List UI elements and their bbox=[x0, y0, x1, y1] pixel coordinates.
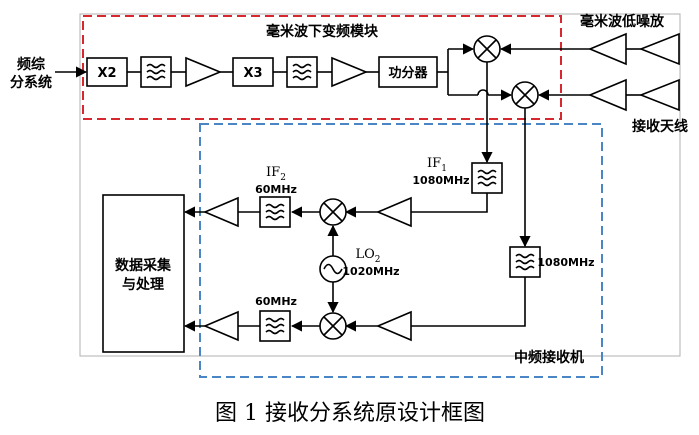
filter-top-1 bbox=[140, 56, 172, 88]
filter-1080-right bbox=[509, 246, 541, 278]
mmw-downconvert-title: 毫米波下变频模块 bbox=[266, 23, 379, 40]
lo2-freq: 1020MHz bbox=[342, 265, 399, 278]
filter-if2-lower bbox=[259, 310, 291, 342]
filter-top-2 bbox=[286, 56, 318, 88]
filter-right-freq: 1080MHz bbox=[537, 256, 594, 269]
daq-label-1: 数据采集 bbox=[115, 257, 172, 274]
lna-top bbox=[587, 32, 627, 66]
mixer-if-upper bbox=[319, 198, 347, 226]
amplifier-if-upper bbox=[375, 196, 412, 228]
if2-freq: 60MHz bbox=[255, 183, 297, 196]
x2-multiplier bbox=[86, 57, 128, 87]
amplifier-out-lower bbox=[202, 310, 239, 342]
amplifier-out-upper bbox=[202, 196, 239, 228]
x2-label: X2 bbox=[97, 66, 116, 81]
daq-label-2: 与处理 bbox=[122, 276, 164, 293]
mixer-rf-2 bbox=[511, 81, 539, 109]
if1-label: IF1 bbox=[427, 156, 447, 174]
antenna-horn-bottom bbox=[638, 78, 680, 112]
mixer-if-lower bbox=[319, 312, 347, 340]
sine-wave-icon bbox=[323, 263, 343, 275]
if-receiver-border bbox=[199, 123, 603, 378]
filter-if2-upper bbox=[259, 196, 291, 228]
amplifier-if-lower bbox=[375, 310, 412, 342]
filter-if1 bbox=[471, 162, 503, 194]
filter-low-freq: 60MHz bbox=[255, 295, 297, 308]
amplifier-top-1 bbox=[185, 56, 223, 88]
daq-processing-block bbox=[102, 194, 185, 353]
x3-multiplier bbox=[232, 57, 274, 87]
lna-bottom bbox=[587, 78, 627, 112]
freq-synth-label-2: 分系统 bbox=[10, 74, 52, 91]
power-splitter bbox=[378, 56, 438, 88]
mmw-lna-label: 毫米波低噪放 bbox=[580, 13, 665, 30]
lo2-label: LO2 bbox=[355, 247, 380, 265]
splitter-label: 功分器 bbox=[388, 65, 428, 81]
if1-freq: 1080MHz bbox=[412, 174, 469, 187]
x3-label: X3 bbox=[243, 66, 262, 81]
receive-antenna-label: 接收天线 bbox=[632, 118, 688, 135]
freq-synth-label-1: 频综 bbox=[17, 56, 45, 73]
if-receiver-title: 中频接收机 bbox=[514, 349, 584, 366]
outer-frame bbox=[79, 13, 681, 357]
antenna-horn-top bbox=[638, 32, 680, 66]
if2-label: IF2 bbox=[266, 165, 286, 183]
mixer-rf-1 bbox=[473, 35, 501, 63]
figure-caption: 图 1 接收分系统原设计框图 bbox=[215, 401, 485, 426]
amplifier-top-2 bbox=[331, 56, 369, 88]
